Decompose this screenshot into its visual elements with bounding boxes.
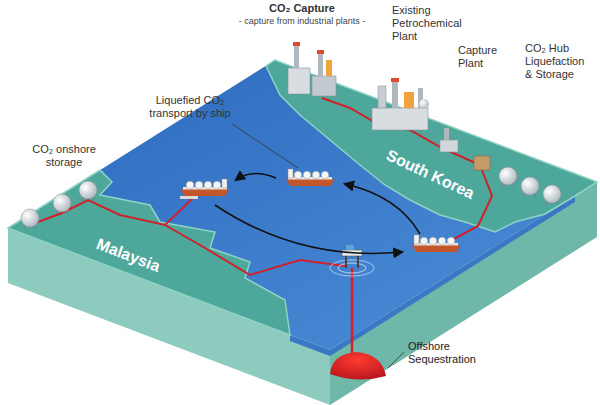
hub-label: CO₂ Hub Liquefaction & Storage — [525, 42, 593, 81]
plant-label: Existing Petrochemical Plant — [392, 4, 472, 43]
plant-label: Capture Plant — [458, 44, 508, 70]
storage-tank — [21, 209, 39, 229]
plant-label: CO₂ Capture — [252, 2, 352, 15]
route-arrows — [215, 173, 420, 253]
ship — [181, 179, 229, 196]
ship — [412, 235, 460, 252]
industrial-plants — [288, 42, 336, 96]
storage-tank — [53, 194, 71, 214]
malaysia-land — [8, 170, 290, 335]
offshore-platform — [330, 245, 374, 276]
ship — [286, 169, 334, 186]
korea-land — [266, 60, 597, 232]
sequestration-label: Offshore Sequestration — [408, 340, 492, 366]
sequestration-dome — [330, 352, 386, 380]
sea — [8, 60, 597, 350]
storage-label: CO₂ onshore storage — [28, 143, 100, 169]
plant-sublabel: - capture from industrial plants - — [227, 16, 377, 27]
storage-tank — [79, 181, 97, 201]
petrochemical-plant — [372, 78, 429, 130]
jetty — [180, 196, 198, 199]
co2-hub — [474, 156, 561, 205]
leader-line — [388, 352, 404, 368]
leader-line — [232, 124, 298, 168]
capture-plant — [440, 128, 458, 152]
transport-label: Liquefied CO₂ transport by ship — [140, 94, 240, 120]
